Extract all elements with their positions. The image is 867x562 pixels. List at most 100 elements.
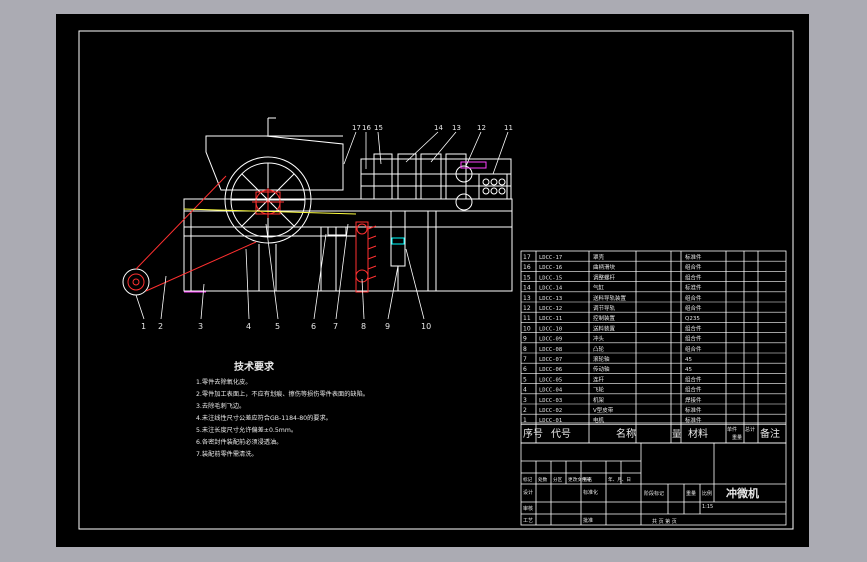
part-code: LDCC-07 bbox=[539, 357, 562, 363]
part-material: 组合件 bbox=[685, 263, 702, 271]
part-name: 曲柄滑块 bbox=[593, 263, 616, 271]
balloon-label: 14 bbox=[434, 124, 443, 132]
part-no: 3 bbox=[523, 397, 527, 404]
tech-item: 3.去除毛刺飞边。 bbox=[196, 402, 245, 410]
part-name: V型皮带 bbox=[593, 406, 614, 414]
part-no: 6 bbox=[523, 366, 527, 373]
sign-row-label: 年、月、日 bbox=[608, 476, 631, 483]
part-material: 焊接件 bbox=[685, 396, 702, 404]
part-material: 组合件 bbox=[685, 294, 702, 302]
part-name: 调整螺杆 bbox=[593, 273, 616, 281]
part-material: 组合件 bbox=[685, 304, 702, 312]
part-material: 45 bbox=[685, 357, 692, 363]
part-no: 8 bbox=[523, 346, 527, 353]
part-no: 13 bbox=[523, 295, 531, 302]
part-name: 罩壳 bbox=[593, 253, 605, 261]
header-seq: 序号 bbox=[523, 427, 543, 440]
cam-icon bbox=[355, 221, 377, 293]
part-code: LDCC-06 bbox=[539, 367, 562, 373]
balloon-label: 8 bbox=[361, 322, 366, 331]
balloon-label: 16 bbox=[362, 124, 371, 132]
parts-list bbox=[520, 250, 787, 526]
tech-items: 1.零件去除氧化皮。 2.零件加工表面上，不应有划痕、擦伤等损伤零件表面的缺陷。 3… bbox=[196, 378, 369, 458]
balloon-label: 2 bbox=[158, 322, 163, 331]
part-no: 4 bbox=[523, 387, 527, 394]
part-name: 气缸 bbox=[593, 284, 605, 292]
part-code: LDCC-04 bbox=[539, 388, 563, 394]
part-material: 组合件 bbox=[685, 273, 702, 281]
header-remark: 备注 bbox=[760, 427, 780, 440]
balloon-label: 7 bbox=[333, 322, 338, 331]
header-weight-label: 重量 bbox=[732, 434, 742, 441]
balloon-label: 10 bbox=[421, 322, 431, 331]
part-no: 11 bbox=[523, 315, 531, 322]
tech-item: 7.装配前零件需清洗。 bbox=[196, 450, 258, 458]
motor-icon bbox=[122, 268, 150, 296]
part-material: 标准件 bbox=[685, 284, 702, 292]
sign-row-label: 更改文件号 bbox=[568, 476, 591, 483]
balloon-label: 4 bbox=[246, 322, 251, 331]
part-material: 组合件 bbox=[685, 345, 702, 353]
part-name: 连杆 bbox=[593, 375, 605, 383]
title-block-labels: 设计 审核 工艺 标准化 批准 阶段标记 重量 比例 1:15 共 页 第 页 … bbox=[523, 486, 759, 525]
part-code: LDCC-05 bbox=[539, 377, 562, 383]
part-code: LDCC-02 bbox=[539, 408, 562, 414]
part-code: LDCC-14 bbox=[539, 286, 563, 292]
part-no: 14 bbox=[523, 285, 531, 292]
balloon-label: 15 bbox=[374, 124, 383, 132]
part-no: 2 bbox=[523, 407, 527, 414]
machine-view bbox=[122, 117, 513, 320]
part-material: 标准件 bbox=[685, 406, 702, 414]
balloon-label: 12 bbox=[477, 124, 486, 132]
part-name: 冲头 bbox=[593, 335, 605, 343]
part-code: LDCC-08 bbox=[539, 347, 562, 353]
label-design: 设计 bbox=[523, 489, 533, 496]
label-weight: 重量 bbox=[686, 490, 696, 497]
balloon-label: 3 bbox=[198, 322, 203, 331]
part-material: 组合件 bbox=[685, 335, 702, 343]
part-code: LDCC-17 bbox=[539, 255, 562, 261]
balloon-label: 11 bbox=[504, 124, 513, 132]
part-code: LDCC-11 bbox=[539, 316, 562, 322]
balloon-label: 5 bbox=[275, 322, 280, 331]
part-name: 调节导轨 bbox=[593, 304, 616, 312]
label-approve: 批准 bbox=[583, 517, 593, 524]
part-name: 飞轮 bbox=[593, 386, 605, 394]
header-code: 代号 bbox=[551, 428, 571, 440]
sign-row-label: 签名 bbox=[583, 476, 592, 483]
part-code: LDCC-16 bbox=[539, 265, 562, 271]
balloon-label: 1 bbox=[141, 322, 146, 331]
scale-value: 1:15 bbox=[702, 504, 713, 510]
part-material: 组合件 bbox=[685, 386, 702, 394]
part-material: 组合件 bbox=[685, 375, 702, 383]
part-no: 10 bbox=[523, 325, 531, 332]
part-no: 5 bbox=[523, 376, 527, 383]
tech-item: 1.零件去除氧化皮。 bbox=[196, 378, 251, 386]
tech-item: 2.零件加工表面上，不应有划痕、擦伤等损伤零件表面的缺陷。 bbox=[196, 390, 369, 398]
part-name: 机架 bbox=[593, 396, 605, 404]
part-code: LDCC-12 bbox=[539, 306, 562, 312]
sign-row: 标记处数分区更改文件号签名年、月、日 bbox=[523, 476, 631, 483]
part-material: 标准件 bbox=[685, 416, 702, 424]
label-scale: 比例 bbox=[702, 490, 712, 497]
part-name: 滚轮轴 bbox=[593, 355, 610, 363]
sheet-count: 共 页 第 页 bbox=[652, 518, 677, 525]
part-code: LDCC-15 bbox=[539, 275, 562, 281]
part-no: 12 bbox=[523, 305, 531, 312]
balloon-label: 17 bbox=[352, 124, 361, 132]
part-code: LDCC-09 bbox=[539, 337, 562, 343]
parts-header: 序号 代号 名称 量 材料 单件 总计 重量 备注 bbox=[523, 426, 780, 441]
part-no: 17 bbox=[523, 254, 531, 261]
label-process: 工艺 bbox=[523, 518, 533, 524]
tech-heading: 技术要求 bbox=[234, 360, 275, 373]
part-name: 电机 bbox=[593, 416, 605, 424]
part-material: 组合件 bbox=[685, 324, 702, 332]
part-name: 凸轮 bbox=[593, 345, 605, 353]
part-name: 传动轴 bbox=[593, 365, 610, 373]
label-stage: 阶段标记 bbox=[644, 490, 664, 497]
label-review: 审核 bbox=[523, 505, 533, 512]
part-no: 7 bbox=[523, 356, 527, 363]
